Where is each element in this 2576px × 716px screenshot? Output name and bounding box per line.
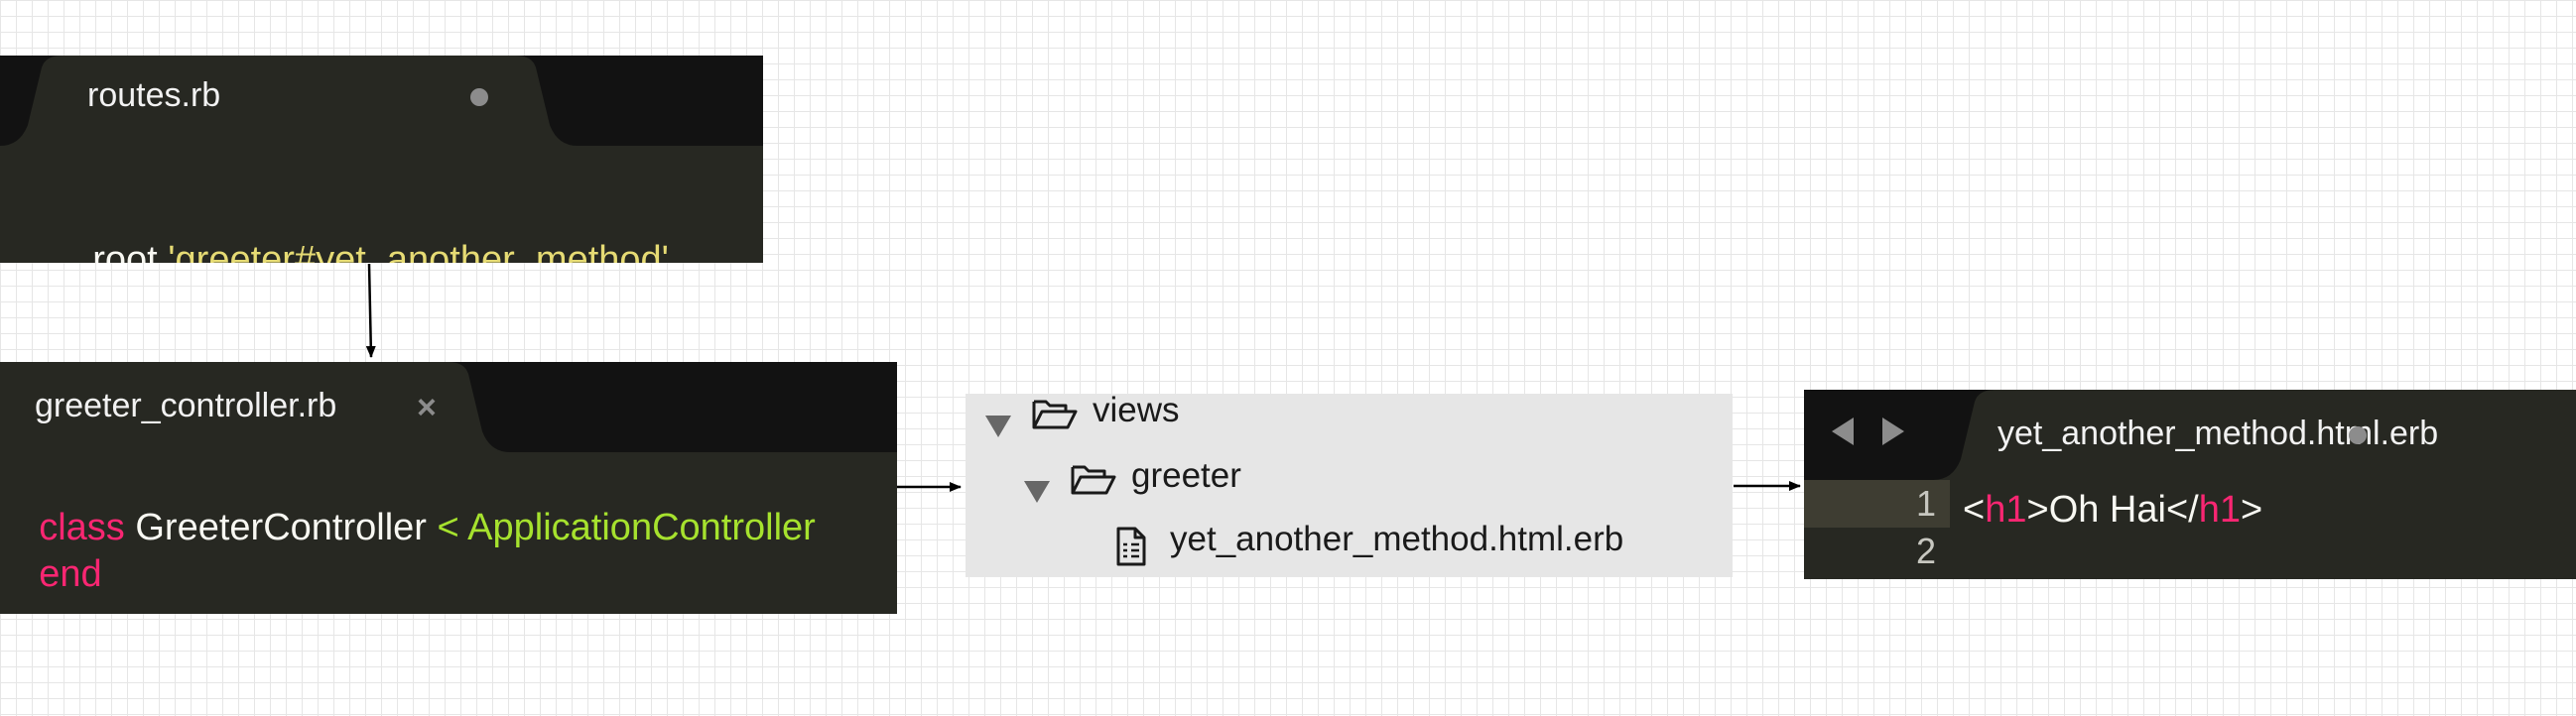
view-code-line-1: <h1>Oh Hai</h1> — [1963, 489, 2262, 532]
line-number-1: 1 — [1915, 483, 1936, 524]
erb-file-label[interactable]: yet_another_method.html.erb — [1170, 520, 1624, 558]
controller-tab-shape — [0, 362, 510, 452]
line-number-2: 2 — [1915, 531, 1936, 571]
arrow-routes-to-controller — [365, 263, 376, 358]
controller-code-line-1: class GreeterController < ApplicationCon… — [0, 464, 816, 592]
unsaved-dot-icon[interactable] — [2349, 426, 2367, 444]
current-line-highlight — [1804, 480, 1950, 528]
nav-back-icon[interactable] — [1832, 418, 1854, 445]
unsaved-dot-icon[interactable] — [470, 88, 488, 106]
view-editor-panel: yet_another_method.html.erb 1 2 <h1>Oh H… — [1804, 390, 2576, 579]
controller-tab-bar: greeter_controller.rb × — [0, 362, 897, 452]
view-tab-bar: yet_another_method.html.erb — [1804, 390, 2576, 480]
routes-tab-title: routes.rb — [87, 76, 221, 114]
controller-code-line-2: end — [0, 511, 102, 614]
controller-editor-panel: greeter_controller.rb × class GreeterCon… — [0, 362, 897, 614]
route-string: 'greeter#yet_another_method' — [168, 239, 669, 263]
views-disclosure-triangle-icon[interactable] — [985, 416, 1011, 437]
controller-class-name: GreeterController — [135, 507, 427, 548]
greeter-folder-open-icon — [1071, 465, 1116, 495]
heading-content: Oh Hai — [2048, 489, 2166, 531]
tag-open-gt: > — [2026, 489, 2049, 531]
greeter-folder-label[interactable]: greeter — [1131, 456, 1241, 495]
controller-tab-title: greeter_controller.rb — [35, 387, 337, 424]
tag-close-lt: </ — [2165, 489, 2199, 531]
tag-open-lt: < — [1963, 489, 1986, 531]
tag-close-gt: > — [2241, 489, 2263, 531]
view-tab[interactable]: yet_another_method.html.erb — [1963, 390, 2576, 480]
line-gutter: 1 2 — [1804, 480, 1950, 575]
tag-open-name: h1 — [1985, 489, 2027, 531]
view-tab-shape — [1933, 390, 2576, 480]
views-folder-open-icon — [1032, 400, 1078, 429]
inherit-operator: < — [437, 507, 459, 548]
nav-forward-icon[interactable] — [1882, 418, 1904, 445]
end-keyword: end — [39, 553, 102, 595]
class-keyword: class — [39, 507, 125, 548]
file-document-icon — [1116, 527, 1146, 566]
greeter-disclosure-triangle-icon[interactable] — [1024, 481, 1050, 503]
routes-tab-bar: routes.rb — [0, 56, 763, 146]
routes-editor-panel: routes.rb root 'greeter#yet_another_meth… — [0, 56, 763, 263]
views-file-tree: views greeter yet_another_method.html.er… — [966, 391, 1733, 577]
parent-class-name: ApplicationController — [467, 507, 816, 548]
views-folder-label[interactable]: views — [1093, 391, 1180, 429]
routes-tab-shape — [0, 56, 578, 146]
controller-tab[interactable]: greeter_controller.rb × — [0, 362, 476, 452]
routes-code-line: root 'greeter#yet_another_method' — [51, 196, 669, 263]
tag-close-name: h1 — [2198, 489, 2241, 531]
close-icon[interactable]: × — [417, 389, 437, 426]
root-keyword: root — [92, 239, 158, 263]
routes-tab[interactable]: routes.rb — [40, 56, 556, 146]
